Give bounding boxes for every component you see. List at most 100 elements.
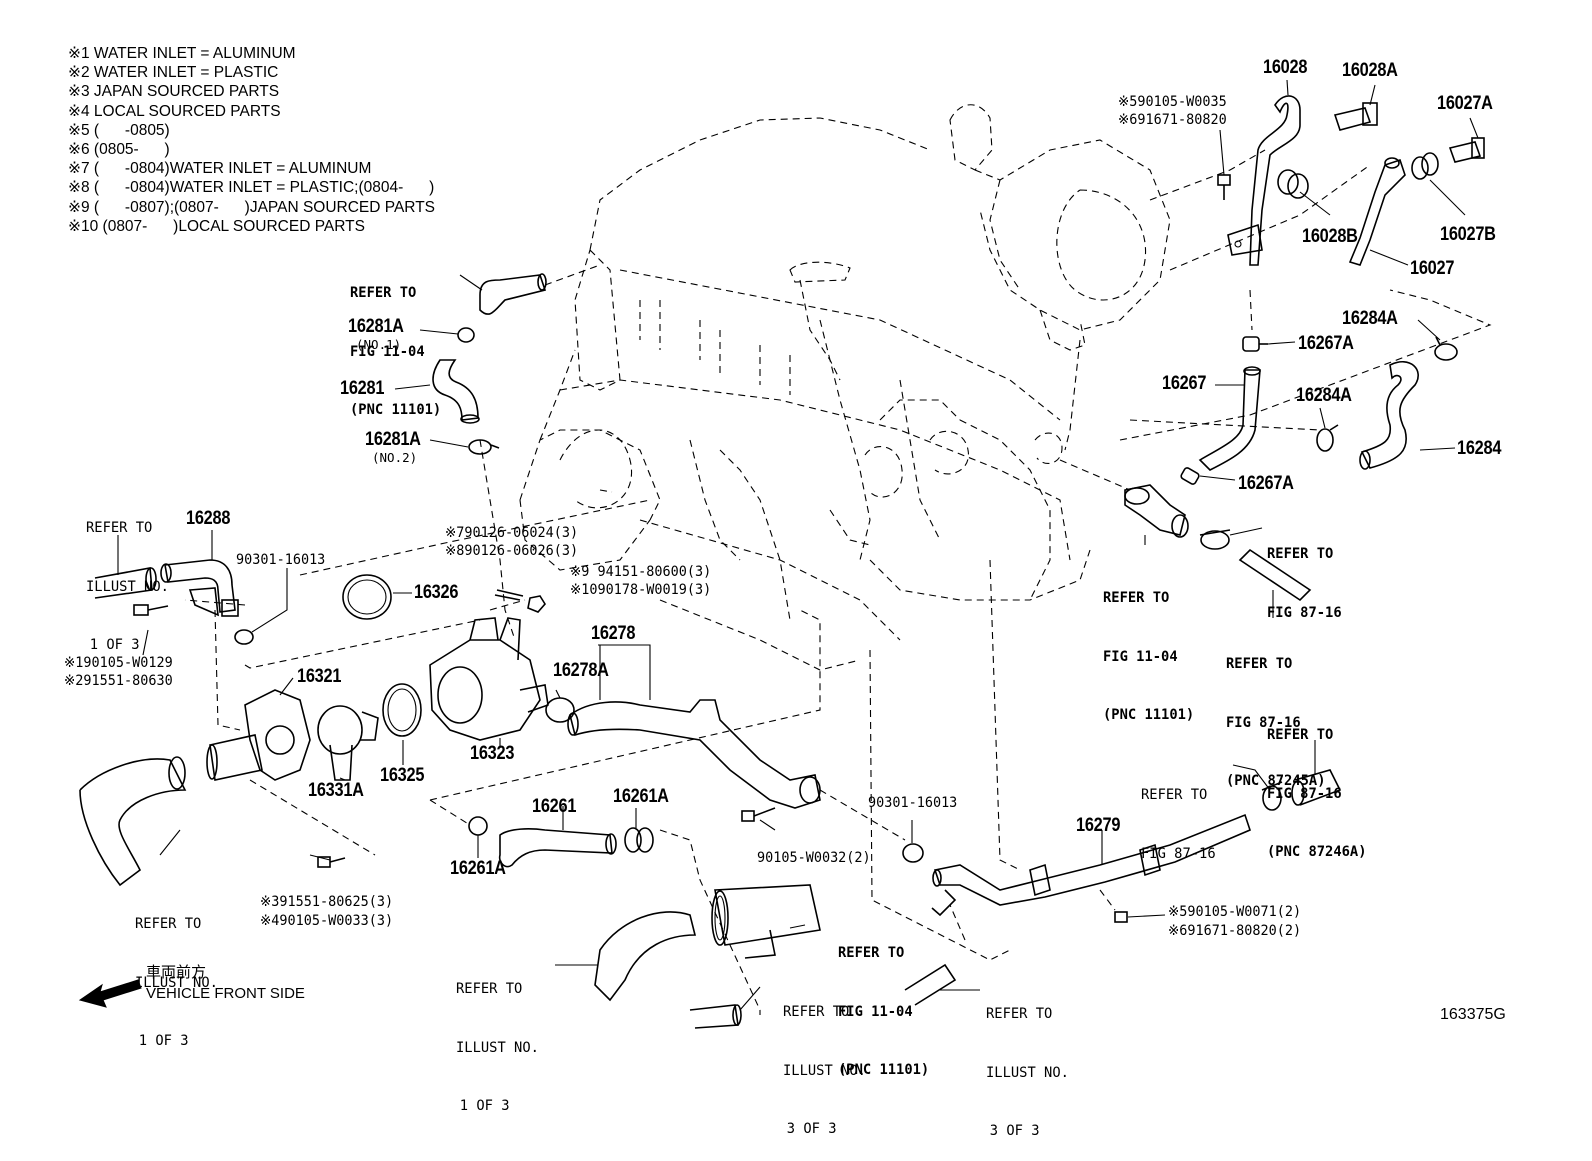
clamp-16284A-lower [1316,424,1339,452]
gasket-16325 [382,683,422,737]
pipe-11101-bottom [711,884,821,959]
note-6: ※6 (0805- ) [68,141,170,159]
clamp-16267A-top [1242,336,1268,352]
reference-illust-3-center[interactable]: REFER TO ILLUST NO. 3 OF 3 [783,1004,866,1137]
sub-label-no1: (NO.1) [356,337,402,352]
pipe-16288 [160,559,239,617]
part-label-16281[interactable]: 16281 [340,378,385,399]
part-number-bolt-left[interactable]: ※190105-W0129 ※291551-80630 [64,655,173,689]
bolt-right [1114,911,1128,923]
engine-block-outline [519,117,1091,671]
part-label-16325[interactable]: 16325 [380,765,425,786]
part-label-16288[interactable]: 16288 [186,508,231,529]
gasket-16028B [1277,169,1309,199]
part-number-stud[interactable]: ※790126-06024(3) ※890126-06026(3) [445,525,579,559]
clamp-16261A-right [624,827,654,853]
part-label-16284A-upper[interactable]: 16284A [1342,308,1398,329]
gasket-16027B [1411,152,1439,180]
part-label-16278A[interactable]: 16278A [553,660,609,681]
reference-fig-87-16-87245A[interactable]: REFER TO FIG 87-16 (PNC 87245A) [1226,656,1326,789]
part-label-16281A-no2[interactable]: 16281A [365,429,421,450]
oring-16278A [545,697,575,723]
part-label-16331A[interactable]: 16331A [308,780,364,801]
reference-fig-87-16-87246A[interactable]: REFER TO FIG 87-16 (PNC 87246A) [1267,727,1367,860]
note-1: ※1 WATER INLET = ALUMINUM [68,45,296,62]
part-label-16027B[interactable]: 16027B [1440,224,1496,245]
housing-16323 [429,617,549,741]
vehicle-front-side-marker: 車両前方 VEHICLE FRONT SIDE [146,962,305,1004]
note-8: ※8 ( -0804)WATER INLET = PLASTIC;(0804- … [68,179,435,197]
pipe-16028 [1227,95,1301,266]
part-number-bolt-turbo[interactable]: ※590105-W0035 ※691671-80820 [1118,94,1227,128]
note-5: ※5 ( -0805) [68,121,170,139]
part-label-16278[interactable]: 16278 [591,623,636,644]
reference-illust-1-left[interactable]: REFER TO ILLUST NO. 1 OF 3 [86,520,169,653]
part-label-16279[interactable]: 16279 [1076,815,1121,836]
part-number-oring-right[interactable]: 90301-16013 [868,795,958,811]
part-label-16267A-lower[interactable]: 16267A [1238,473,1294,494]
part-label-16267A-upper[interactable]: 16267A [1298,333,1354,354]
reference-illust-1-bottom-center[interactable]: REFER TO ILLUST NO. 1 OF 3 [456,981,539,1114]
thermostat-16331A [317,705,379,781]
part-label-16261A-left[interactable]: 16261A [450,858,506,879]
hose-refer-bottom-left [79,756,187,887]
leader-lines [117,79,1479,1011]
parts-diagram [78,79,1492,1029]
part-label-16321[interactable]: 16321 [297,666,342,687]
part-label-16261[interactable]: 16261 [532,796,577,817]
reference-fig-11-04-top[interactable]: REFER TO FIG 11-04 (PNC 11101) [350,285,442,418]
clamp-fig8716-upper [1199,529,1231,550]
reference-fig-11-04-right[interactable]: REFER TO FIG 11-04 (PNC 11101) [1103,590,1195,723]
hose-refer-87246A [1291,769,1342,806]
clamp-16281A-no1 [457,327,475,343]
oring-right [902,843,924,863]
union-bolt-16027A [1448,137,1485,163]
union-bolt-16028A [1333,102,1378,131]
hose-refer-left [94,567,157,599]
hose-16281 [432,359,480,424]
part-label-16028[interactable]: 16028 [1263,57,1308,78]
hose-16261 [498,828,617,868]
fitting-11101 [479,273,547,315]
part-number-nut[interactable]: ※9 94151-80600(3) ※1090178-W0019(3) [570,564,712,598]
pipe-16278 [567,699,821,809]
part-label-16326[interactable]: 16326 [414,582,459,603]
clamp-16261A-left [468,816,488,836]
part-label-16284A-lower[interactable]: 16284A [1296,385,1352,406]
pipe-16027 [1348,157,1406,266]
reference-fig-87-16-upper[interactable]: REFER TO FIG 87-16 [1267,546,1342,621]
nut [527,595,546,613]
part-label-16027A[interactable]: 16027A [1437,93,1493,114]
part-label-16028A[interactable]: 16028A [1342,60,1398,81]
figure-id: 163375G [1440,1006,1506,1023]
part-label-16281A-no1[interactable]: 16281A [348,316,404,337]
front-marker-japanese: 車両前方 [146,964,207,981]
gasket-16326 [342,574,392,620]
part-label-16027[interactable]: 16027 [1410,258,1455,279]
part-number-oring-left[interactable]: 90301-16013 [236,552,326,568]
assembly-dashed-lines [184,149,1492,1015]
applicability-notes: ※1 WATER INLET = ALUMINUM ※2 WATER INLET… [68,44,435,236]
reference-illust-1-bottom-left[interactable]: REFER TO ILLUST NO. 1 OF 3 [135,916,218,1049]
hose-refer-87245A [1238,548,1312,602]
reference-illust-3-right[interactable]: REFER TO ILLUST NO. 3 OF 3 [986,1006,1069,1139]
front-marker-english: VEHICLE FRONT SIDE [146,985,305,1002]
hose-refer-bottom-center [689,1004,742,1029]
part-label-16028B[interactable]: 16028B [1302,226,1358,247]
hose-16284 [1359,360,1419,470]
turbocharger-outline [949,104,1171,351]
part-number-bolt-bottom[interactable]: ※391551-80625(3) ※490105-W0033(3) [260,894,394,929]
hose-refer-bottom-right [904,963,957,1006]
note-7: ※7 ( -0804)WATER INLET = ALUMINUM [68,160,372,178]
part-label-16323[interactable]: 16323 [470,743,515,764]
part-number-bolt-right[interactable]: ※590105-W0071(2) ※691671-80820(2) [1168,904,1302,939]
part-label-16261A-right[interactable]: 16261A [613,786,669,807]
note-2: ※2 WATER INLET = PLASTIC [68,64,279,82]
part-label-16267[interactable]: 16267 [1162,373,1207,394]
reference-fig-87-16-lower[interactable]: REFER TO FIG 87-16 [1141,787,1216,862]
bolt-bottom [317,856,346,868]
part-label-16284[interactable]: 16284 [1457,438,1502,459]
note-3: ※3 JAPAN SOURCED PARTS [68,83,280,101]
part-number-bolt-pipe[interactable]: 90105-W0032(2) [757,850,871,866]
reference-fig-11-04-bottom[interactable]: REFER TO FIG 11-04 (PNC 11101) [838,945,930,1078]
